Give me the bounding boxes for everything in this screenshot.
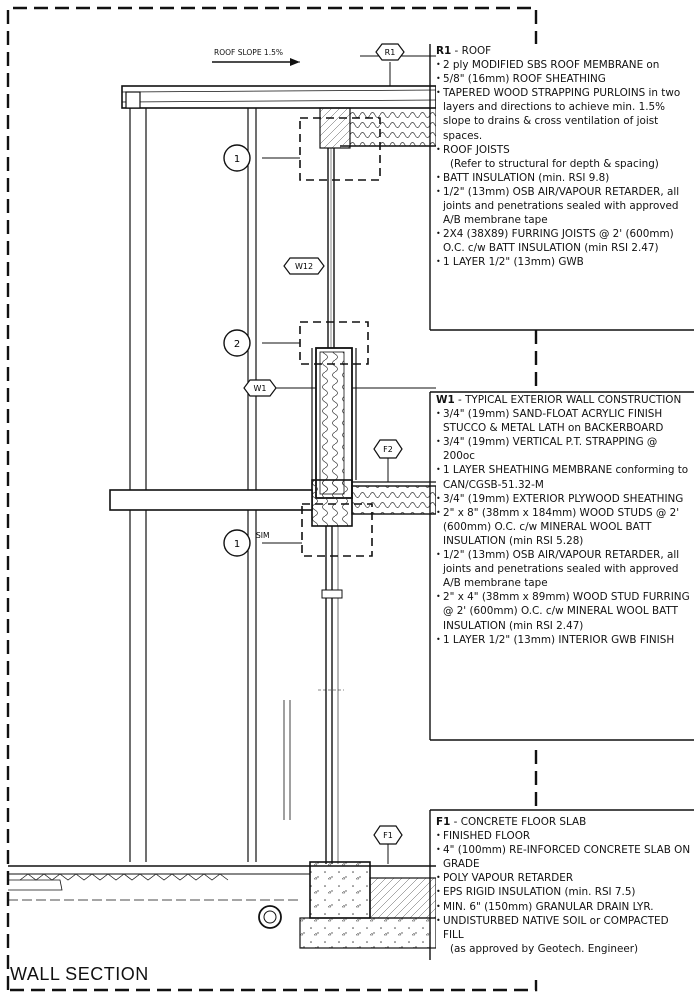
- note-r1-item: ROOF JOISTS: [436, 143, 692, 157]
- note-f1-item: UNDISTURBED NATIVE SOIL or COMPACTED FIL…: [436, 914, 692, 942]
- callout-mid-number: 2: [234, 339, 240, 350]
- tag-w1-label: W1: [254, 384, 267, 393]
- floor-f2: [109, 481, 437, 515]
- wall-w1-assembly: [311, 347, 357, 527]
- note-w1-item: 3/4" (19mm) VERTICAL P.T. STRAPPING @ 20…: [436, 435, 692, 463]
- column-lines: [129, 108, 291, 862]
- note-f1-item: POLY VAPOUR RETARDER: [436, 871, 692, 885]
- note-w1-wall: W1 - TYPICAL EXTERIOR WALL CONSTRUCTION …: [436, 393, 692, 647]
- note-w1-item: 2" x 8" (38mm x 184mm) WOOD STUDS @ 2' (…: [436, 506, 692, 548]
- roof-slope-arrow: ROOF SLOPE 1.5%: [212, 48, 300, 66]
- note-w1-item: 3/4" (19mm) SAND-FLOAT ACRYLIC FINISH ST…: [436, 407, 692, 435]
- note-w1-item: 1 LAYER SHEATHING MEMBRANE conforming to…: [436, 463, 692, 491]
- note-f1-item: FINISHED FLOOR: [436, 829, 692, 843]
- note-w1-item: 1/2" (13mm) OSB AIR/VAPOUR RETARDER, all…: [436, 548, 692, 590]
- sheet-border: [6, 6, 538, 992]
- note-r1-roof: R1 - ROOF 2 ply MODIFIED SBS ROOF MEMBRA…: [436, 44, 692, 270]
- tag-f2: F2: [373, 439, 403, 459]
- note-w1-heading: W1 - TYPICAL EXTERIOR WALL CONSTRUCTION: [436, 394, 682, 406]
- callout-lower-number: 1: [234, 539, 240, 550]
- note-w1-item: 2" x 4" (38mm x 89mm) WOOD STUD FURRING …: [436, 590, 692, 632]
- tag-r1-label: R1: [385, 48, 396, 57]
- callout-mid-detail: 2: [223, 329, 251, 357]
- tag-w12-label: W12: [295, 262, 313, 271]
- tag-f1-label: F1: [383, 831, 393, 840]
- note-f1-item: EPS RIGID INSULATION (min. RSI 7.5): [436, 885, 692, 899]
- note-f1-floor: F1 - CONCRETE FLOOR SLAB FINISHED FLOOR …: [436, 815, 692, 956]
- note-r1-item: BATT INSULATION (min. RSI 9.8): [436, 171, 692, 185]
- callout-lower-sim: SIM: [256, 531, 269, 540]
- note-r1-item: 2 ply MODIFIED SBS ROOF MEMBRANE on: [436, 58, 692, 72]
- tag-r1: R1: [375, 43, 405, 61]
- roof-slope-label: ROOF SLOPE 1.5%: [214, 48, 283, 57]
- note-r1-item: 2X4 (38X89) FURRING JOISTS @ 2' (600mm) …: [436, 227, 692, 255]
- note-f1-item: 4" (100mm) RE-INFORCED CONCRETE SLAB ON …: [436, 843, 692, 871]
- note-f1-list: FINISHED FLOOR 4" (100mm) RE-INFORCED CO…: [436, 829, 692, 956]
- drawing-title: WALL SECTION: [10, 964, 149, 984]
- note-w1-item: 3/4" (19mm) EXTERIOR PLYWOOD SHEATHING: [436, 492, 692, 506]
- note-r1-item: 1 LAYER 1/2" (13mm) GWB: [436, 255, 692, 269]
- tag-f1: F1: [373, 825, 403, 845]
- foundation-f1: [8, 861, 437, 949]
- note-f1-item: MIN. 6" (150mm) GRANULAR DRAIN LYR.: [436, 900, 692, 914]
- callout-lower-detail: 1 SIM: [223, 529, 269, 557]
- note-r1-item: 5/8" (16mm) ROOF SHEATHING: [436, 72, 692, 86]
- tag-f2-label: F2: [383, 445, 393, 454]
- note-r1-list: 2 ply MODIFIED SBS ROOF MEMBRANE on 5/8"…: [436, 58, 692, 270]
- upper-glazing: [327, 148, 335, 348]
- note-f1-heading: F1 - CONCRETE FLOOR SLAB: [436, 816, 587, 828]
- note-frame-lines: [429, 44, 694, 960]
- lower-glazing: [318, 526, 344, 864]
- note-w1-list: 3/4" (19mm) SAND-FLOAT ACRYLIC FINISH ST…: [436, 407, 692, 647]
- callout-top-detail: 1: [223, 144, 251, 172]
- roof-assembly: [121, 85, 437, 149]
- note-r1-item: 1/2" (13mm) OSB AIR/VAPOUR RETARDER, all…: [436, 185, 692, 227]
- tag-w12: W12: [283, 257, 325, 275]
- callout-top-number: 1: [234, 154, 240, 165]
- note-r1-item: TAPERED WOOD STRAPPING PURLOINS in two l…: [436, 86, 692, 142]
- note-r1-heading: R1 - ROOF: [436, 45, 492, 57]
- note-w1-item: 1 LAYER 1/2" (13mm) INTERIOR GWB FINISH: [436, 633, 692, 647]
- tag-w1: W1: [243, 379, 277, 397]
- note-r1-item: (Refer to structural for depth & spacing…: [450, 157, 659, 170]
- note-f1-item: (as approved by Geotech. Engineer): [450, 942, 639, 955]
